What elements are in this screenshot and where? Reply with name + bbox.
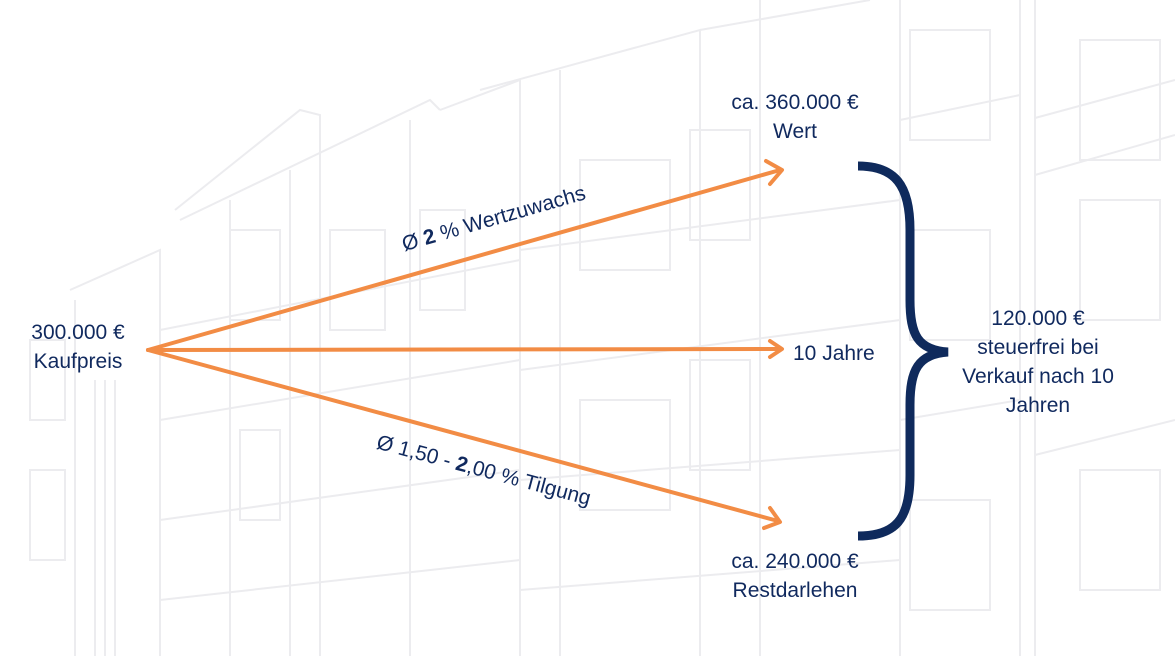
- result-node: 120.000 € steuerfrei bei Verkauf nach 10…: [948, 304, 1128, 420]
- arrow-middle: [146, 339, 784, 359]
- bottom-target-node: ca. 240.000 € Restdarlehen: [700, 547, 890, 605]
- arrow-right-icon: [762, 506, 782, 530]
- top-target-label: Wert: [773, 120, 817, 143]
- curly-brace-icon: [857, 161, 949, 541]
- result-amount: 120.000 €: [991, 307, 1085, 330]
- arrow-bottom: [146, 348, 782, 530]
- arrow-right-icon: [764, 159, 784, 186]
- arrow-right-icon: [768, 339, 784, 359]
- top-target-amount: ca. 360.000 €: [731, 91, 859, 114]
- arrow-top: [146, 159, 784, 352]
- result-line-3: Jahren: [1005, 394, 1071, 417]
- start-label: Kaufpreis: [33, 350, 123, 373]
- top-target-node: ca. 360.000 € Wert: [700, 88, 890, 146]
- result-line-1: steuerfrei bei: [977, 336, 1099, 359]
- middle-target-label: 10 Jahre: [793, 342, 875, 365]
- start-amount: 300.000 €: [31, 321, 125, 344]
- start-node: 300.000 € Kaufpreis: [10, 318, 146, 376]
- bottom-target-amount: ca. 240.000 €: [731, 550, 859, 573]
- bottom-target-label: Restdarlehen: [732, 579, 858, 602]
- result-line-2: Verkauf nach 10: [962, 365, 1114, 388]
